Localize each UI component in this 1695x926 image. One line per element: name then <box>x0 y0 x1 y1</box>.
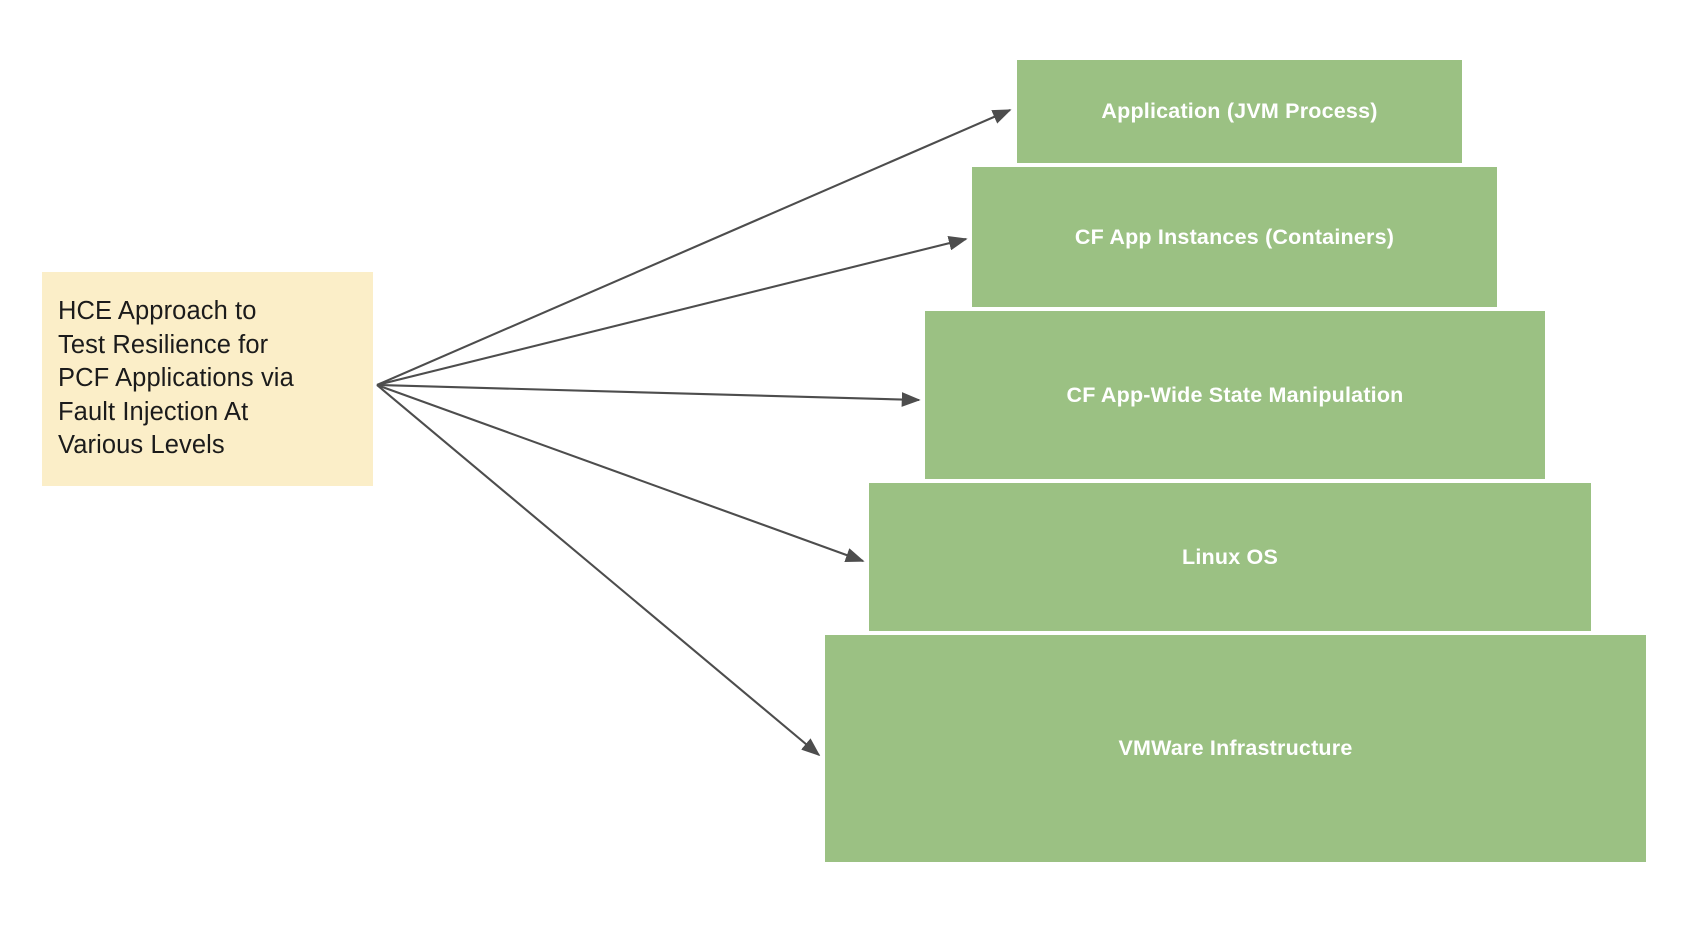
layer-label-application-jvm-process: Application (JVM Process) <box>1101 99 1378 123</box>
source-note-box[interactable]: HCE Approach to Test Resilience for PCF … <box>42 272 373 486</box>
layer-box-cf-app-instances-containers[interactable]: CF App Instances (Containers) <box>972 167 1497 307</box>
layer-box-linux-os[interactable]: Linux OS <box>869 483 1591 631</box>
layer-label-cf-app-instances-containers: CF App Instances (Containers) <box>1074 224 1395 249</box>
layer-label-vmware-infrastructure: VMWare Infrastructure <box>1118 736 1353 760</box>
source-note-label: HCE Approach to Test Resilience for PCF … <box>58 297 294 460</box>
arrow-to-linux-os <box>376 384 865 563</box>
layer-label-linux-os: Linux OS <box>1182 544 1278 569</box>
layer-box-cf-app-wide-state-manipulation[interactable]: CF App-Wide State Manipulation <box>925 311 1545 479</box>
layer-box-application-jvm-process[interactable]: Application (JVM Process) <box>1017 60 1462 163</box>
layer-box-vmware-infrastructure[interactable]: VMWare Infrastructure <box>825 635 1646 862</box>
arrow-to-cf-app-wide-state-manipulation <box>376 383 921 407</box>
layer-label-cf-app-wide-state-manipulation: CF App-Wide State Manipulation <box>1066 382 1404 407</box>
arrow-to-application-jvm-process <box>376 109 1012 386</box>
arrow-to-cf-app-instances-containers <box>376 236 968 387</box>
arrow-to-vmware-infrastructure <box>376 384 821 757</box>
